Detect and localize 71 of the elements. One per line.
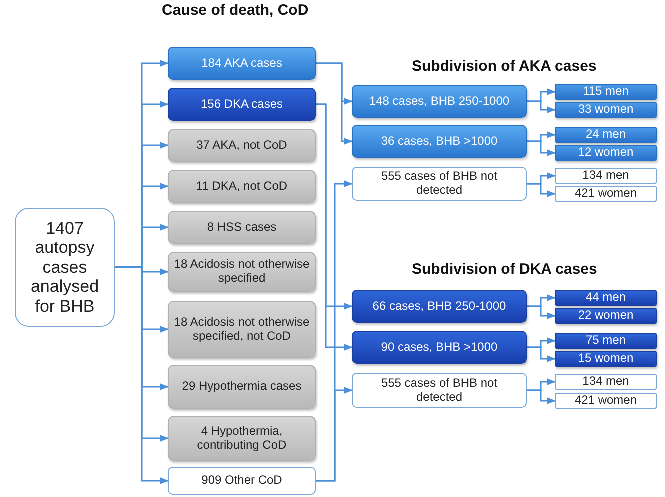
box-label: 44 men bbox=[586, 291, 626, 305]
box-label: 37 AKA, not CoD bbox=[196, 138, 288, 152]
process-box bbox=[555, 333, 657, 349]
process-box bbox=[352, 167, 527, 201]
box-label: 8 HSS cases bbox=[207, 220, 277, 234]
process-box bbox=[555, 351, 657, 367]
box-label: 75 men bbox=[586, 334, 626, 348]
box-label: 36 cases, BHB >1000 bbox=[381, 134, 498, 148]
process-box bbox=[555, 145, 657, 161]
process-box bbox=[555, 168, 657, 184]
box-label: 134 men bbox=[582, 375, 630, 389]
arrow bbox=[527, 140, 556, 157]
process-box bbox=[555, 308, 657, 324]
arrow bbox=[527, 306, 556, 320]
process-box bbox=[555, 102, 657, 118]
box-label: 66 cases, BHB 250-1000 bbox=[372, 300, 506, 314]
process-box bbox=[168, 129, 316, 162]
process-box bbox=[352, 290, 527, 323]
box-label: 29 Hypothermia cases bbox=[182, 380, 302, 394]
process-box bbox=[168, 211, 316, 244]
box-label: 115 men bbox=[583, 85, 629, 99]
section-heading: Cause of death, CoD bbox=[162, 2, 309, 19]
box-label: 24 men bbox=[586, 128, 626, 142]
process-box bbox=[168, 416, 316, 461]
box-label: 148 cases, BHB 250-1000 bbox=[369, 94, 510, 108]
box-label: 1407 autopsy cases analysed for BHB bbox=[30, 218, 100, 316]
process-box bbox=[352, 85, 527, 118]
process-box bbox=[555, 127, 657, 143]
arrow bbox=[527, 100, 556, 114]
process-box bbox=[168, 170, 316, 203]
box-label: 555 cases of BHB not detected bbox=[380, 376, 499, 404]
section-heading: Subdivision of AKA cases bbox=[412, 58, 597, 75]
box-label: 18 Acidosis not otherwise specified bbox=[173, 258, 311, 286]
box-label: 555 cases of BHB not detected bbox=[380, 170, 499, 198]
section-heading: Subdivision of DKA cases bbox=[412, 261, 598, 278]
box-label: 156 DKA cases bbox=[200, 98, 284, 112]
process-box bbox=[168, 365, 316, 409]
arrow bbox=[527, 183, 556, 198]
arrow bbox=[316, 104, 353, 352]
process-box bbox=[168, 88, 316, 121]
process-box bbox=[555, 84, 657, 100]
box-label: 909 Other CoD bbox=[202, 474, 282, 488]
box-label: 90 cases, BHB >1000 bbox=[381, 340, 498, 354]
box-label: 421 women bbox=[574, 394, 638, 408]
arrow bbox=[527, 346, 556, 363]
arrow bbox=[316, 386, 353, 482]
arrow bbox=[527, 390, 556, 405]
box-label: 184 AKA cases bbox=[202, 56, 282, 70]
box-label: 33 women bbox=[578, 103, 634, 117]
process-box bbox=[352, 373, 527, 408]
arrow bbox=[316, 62, 353, 146]
box-label: 134 men bbox=[582, 169, 630, 183]
box-label: 421 women bbox=[574, 187, 638, 201]
process-box bbox=[555, 393, 657, 409]
box-label: 22 women bbox=[578, 309, 634, 323]
process-box bbox=[352, 125, 527, 158]
process-box bbox=[168, 301, 316, 358]
process-box bbox=[352, 331, 527, 364]
box-label: 18 Acidosis not otherwise specified, not CoD bbox=[173, 316, 311, 344]
arrow bbox=[115, 266, 169, 485]
process-box bbox=[168, 252, 316, 292]
process-box bbox=[555, 374, 657, 390]
process-box bbox=[555, 290, 657, 306]
box-label: 11 DKA, not CoD bbox=[196, 180, 288, 194]
box-label: 12 women bbox=[578, 146, 634, 160]
process-box bbox=[168, 467, 316, 495]
process-box bbox=[168, 47, 316, 80]
box-label: 15 women bbox=[578, 352, 634, 366]
box-label: 4 Hypothermia, contributing CoD bbox=[196, 424, 288, 452]
process-box bbox=[15, 208, 115, 327]
process-box bbox=[555, 186, 657, 202]
